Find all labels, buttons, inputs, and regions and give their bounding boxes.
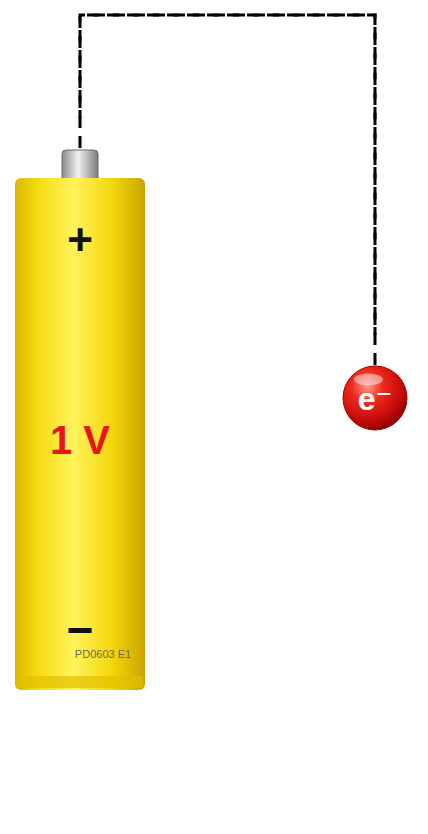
positive-terminal bbox=[62, 150, 98, 182]
battery-base bbox=[17, 676, 143, 688]
battery: +1 V −PD0603 E1 bbox=[15, 148, 145, 690]
polarity-plus: + bbox=[67, 218, 93, 262]
electron: e⁻ bbox=[342, 365, 408, 431]
electron-circle bbox=[343, 366, 407, 430]
voltage-label: 1 V bbox=[50, 420, 110, 460]
electron-label: e⁻ bbox=[358, 383, 393, 415]
polarity-minus: − bbox=[67, 607, 94, 653]
battery-casing bbox=[15, 178, 145, 690]
battery-code: PD0603 E1 bbox=[75, 649, 131, 660]
